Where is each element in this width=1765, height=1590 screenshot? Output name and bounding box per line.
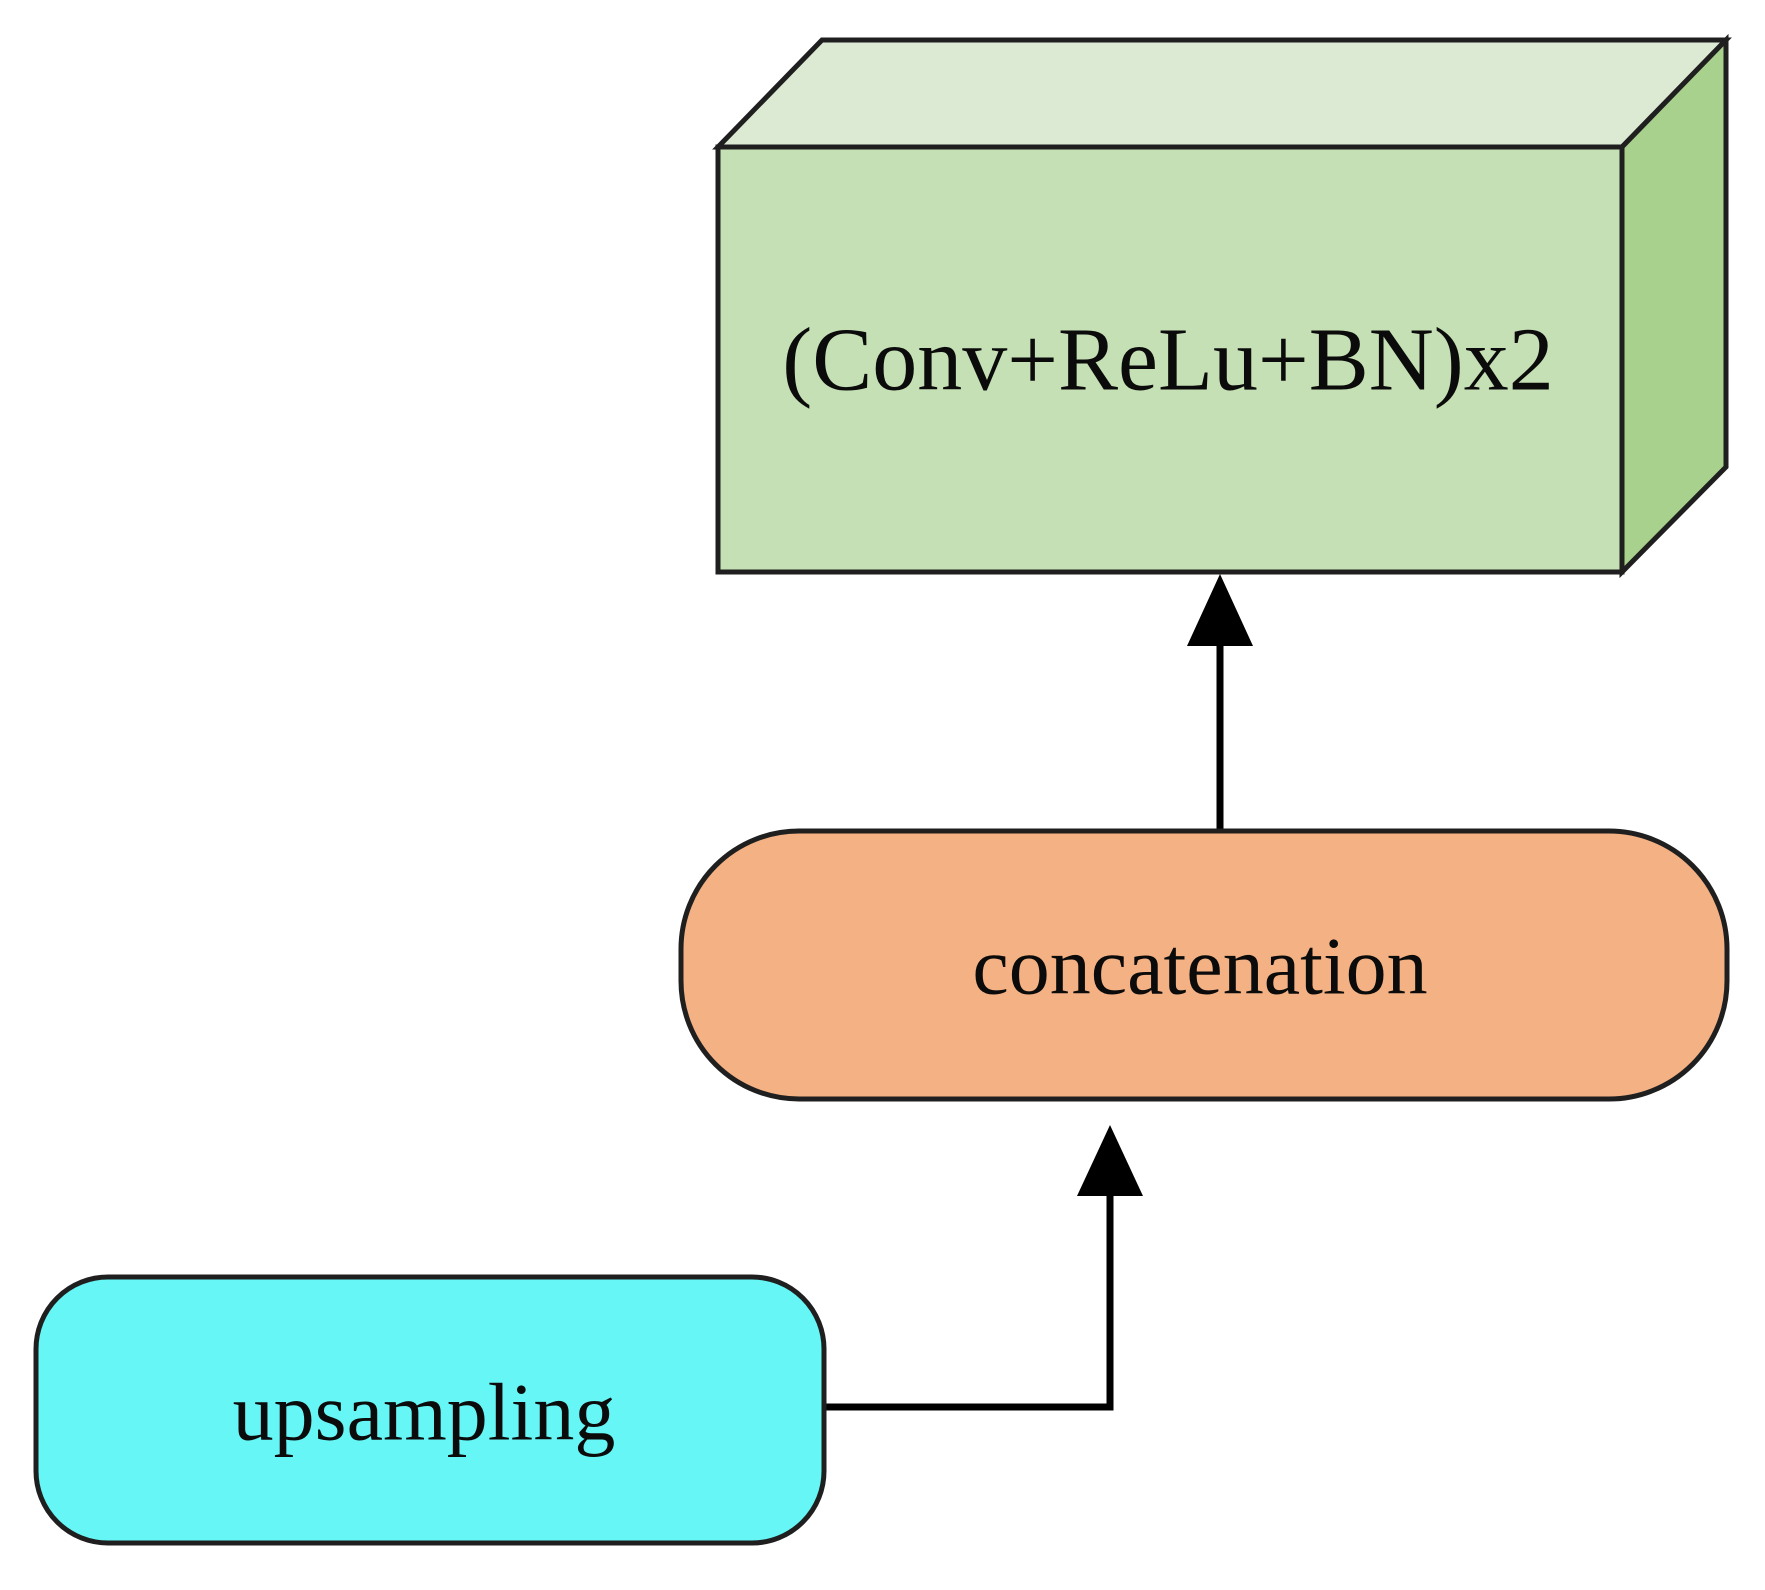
- edge-upsampling-to-concat: [824, 1125, 1143, 1411]
- upsampling-label: upsampling: [233, 1367, 616, 1458]
- upsampling-box: [33, 1274, 827, 1546]
- conv-block-label: (Conv+ReLu+BN)x2: [782, 311, 1553, 410]
- edge-concat-to-conv-arrowhead: [1187, 574, 1253, 646]
- concatenation-box: [678, 828, 1730, 1102]
- concatenation-node: concatenation: [678, 828, 1730, 1102]
- edge-upsampling-to-concat-arrowhead: [1077, 1125, 1143, 1196]
- conv-block-node: (Conv+ReLu+BN)x2: [712, 33, 1732, 579]
- edge-concat-to-conv: [1187, 574, 1253, 831]
- conv-box-top-face: [712, 37, 1732, 150]
- upsampling-node: upsampling: [33, 1274, 827, 1546]
- conv-box-front-face: [715, 144, 1625, 575]
- edge-upsampling-to-concat-line: [824, 1192, 1114, 1411]
- concatenation-label: concatenation: [972, 921, 1427, 1012]
